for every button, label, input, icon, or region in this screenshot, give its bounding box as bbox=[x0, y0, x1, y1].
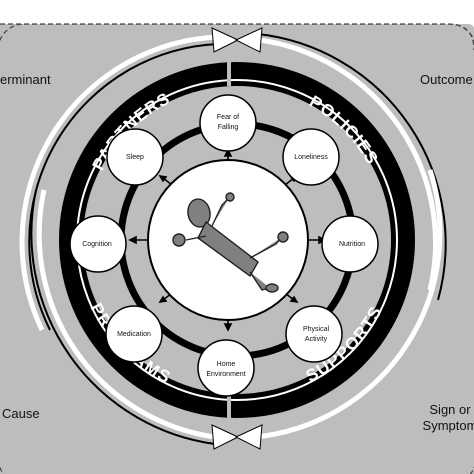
cycle-arrow-top-left-inner bbox=[28, 43, 219, 331]
node-sleep: Sleep bbox=[106, 128, 164, 186]
node-home-environment: Home Environment bbox=[197, 339, 255, 397]
svg-text:Activity: Activity bbox=[305, 336, 328, 343]
arrowhead-bottom-left-icon bbox=[211, 424, 240, 450]
corner-label-sign-or-symptom: Sign or Symptom bbox=[420, 402, 474, 434]
corner-label-determinant: erminant bbox=[0, 72, 51, 87]
top-strip bbox=[0, 0, 474, 24]
cycle-arrow-bottom-right bbox=[254, 169, 443, 440]
arrowhead-bottom-right-icon bbox=[234, 424, 263, 450]
ring-gap-top bbox=[227, 56, 231, 86]
svg-text:Fear of: Fear of bbox=[217, 114, 239, 121]
cycle-arrow-bottom-left-inner bbox=[30, 189, 216, 445]
svg-text:Medication: Medication bbox=[117, 331, 151, 338]
corner-label-sign-or: Sign or bbox=[429, 402, 471, 417]
node-loneliness: Loneliness bbox=[282, 128, 340, 186]
svg-text:Home: Home bbox=[217, 361, 236, 368]
svg-text:Environment: Environment bbox=[206, 371, 245, 378]
svg-text:Physical: Physical bbox=[303, 326, 330, 333]
svg-text:Cognition: Cognition bbox=[82, 241, 112, 248]
svg-text:Nutrition: Nutrition bbox=[339, 241, 365, 248]
arrowhead-top-right-icon bbox=[234, 27, 263, 53]
node-fear-of-falling: Fear of Falling bbox=[199, 94, 257, 152]
dashed-frame-top bbox=[0, 23, 474, 51]
cycle-arrow-top-right-inner bbox=[257, 33, 447, 301]
node-physical-activity: Physical Activity bbox=[285, 305, 343, 363]
cycle-arrow-top-left bbox=[19, 34, 219, 332]
cycle-arrows bbox=[19, 33, 447, 445]
node-cognition: Cognition bbox=[69, 215, 127, 273]
node-medication: Medication bbox=[105, 305, 163, 363]
arrowhead-top-left-icon bbox=[211, 27, 240, 53]
corner-label-cause: Cause bbox=[2, 406, 40, 421]
node-nutrition: Nutrition bbox=[321, 215, 379, 273]
cycle-arrow-top-right bbox=[259, 37, 438, 291]
svg-text:Sleep: Sleep bbox=[126, 154, 144, 161]
corner-label-outcome: Outcome bbox=[420, 72, 473, 87]
ring-gap-bottom bbox=[227, 395, 231, 425]
corner-label-symptom: Symptom bbox=[422, 418, 474, 433]
falling-person-icon bbox=[172, 192, 289, 293]
cycle-arrow-bottom-left bbox=[36, 189, 216, 440]
svg-text:Loneliness: Loneliness bbox=[294, 154, 328, 161]
svg-text:Falling: Falling bbox=[218, 124, 239, 131]
